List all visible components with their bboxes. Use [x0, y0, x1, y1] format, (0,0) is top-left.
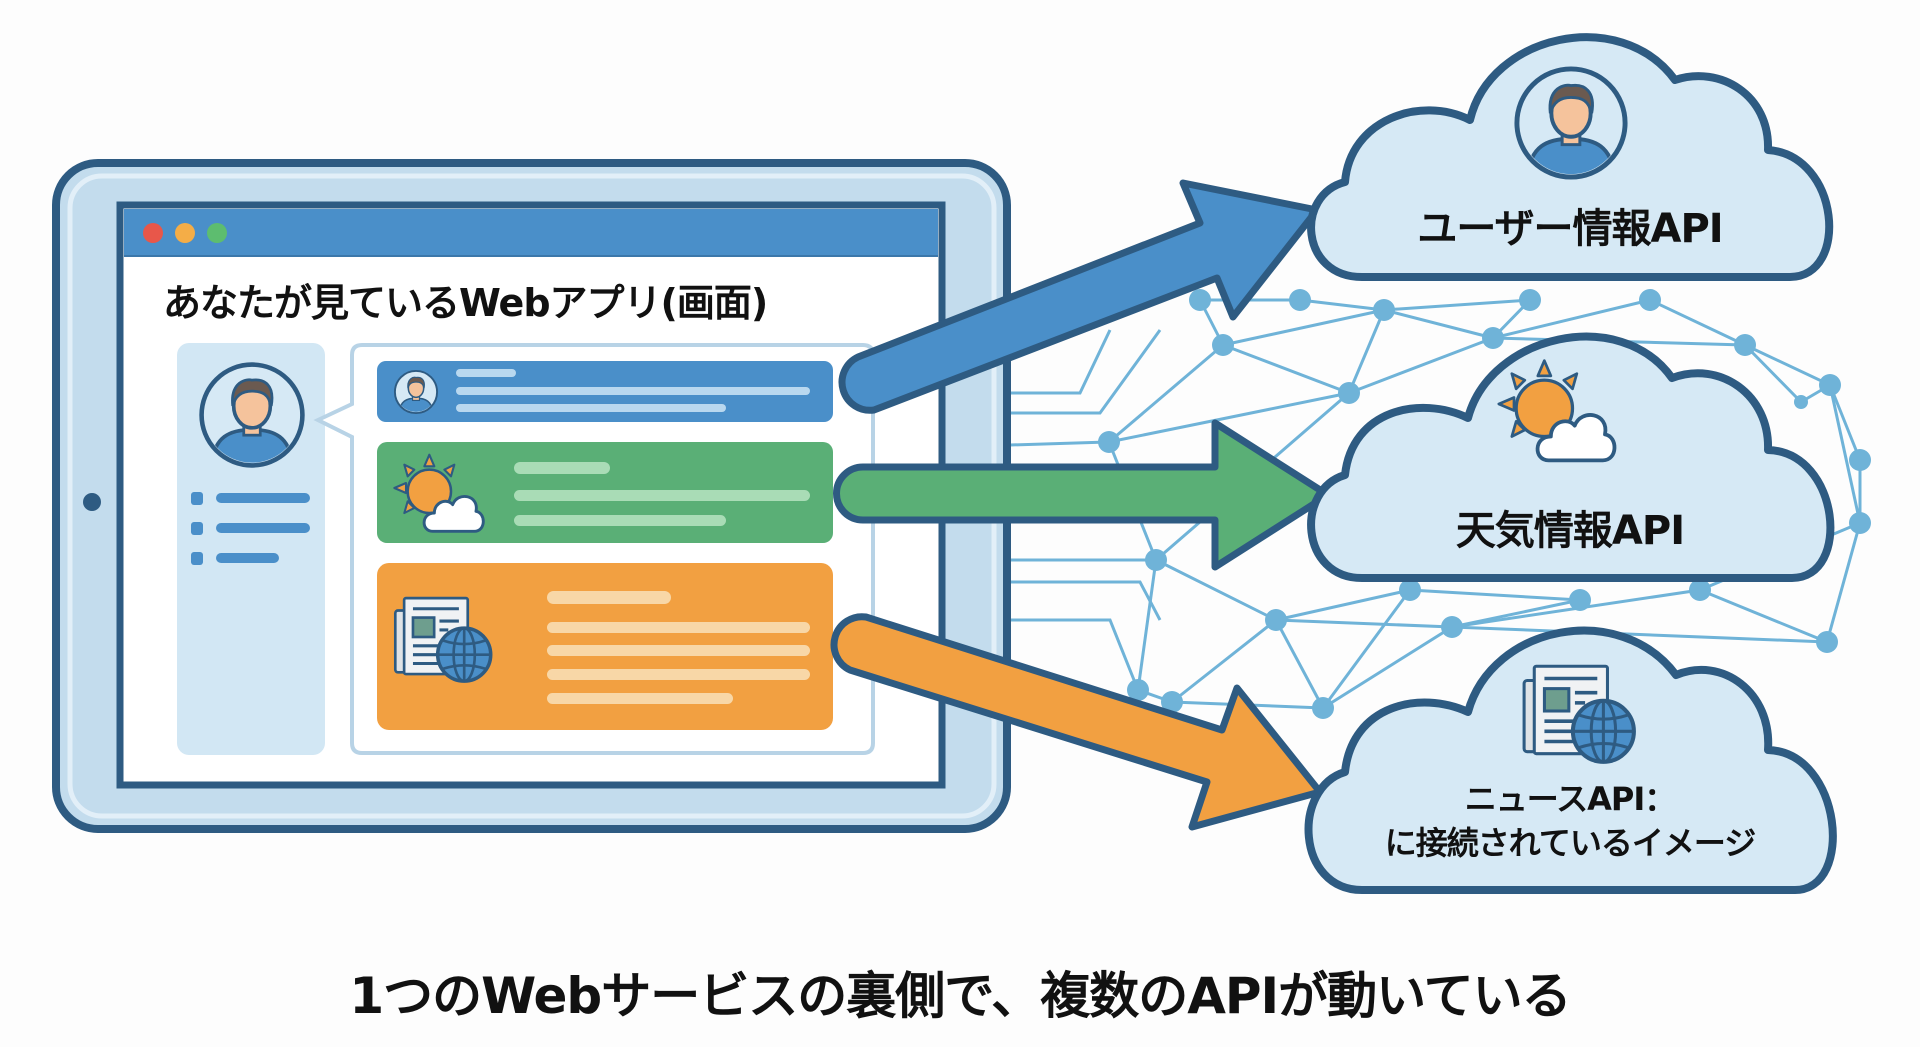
network-node: [1127, 679, 1149, 701]
news-card[interactable]: [377, 563, 833, 730]
diagram-caption: 1つのWebサービスの裏側で、複数のAPIが動いている: [349, 967, 1571, 1025]
network-node: [1819, 374, 1841, 396]
network-link: [1451, 598, 1581, 629]
network-link: [1825, 522, 1862, 643]
network-node: [1794, 395, 1808, 409]
api-cloud-weather[interactable]: [1307, 332, 1835, 582]
network-link: [1347, 309, 1386, 394]
network-node: [1399, 579, 1421, 601]
window-minimize-dot[interactable]: [175, 223, 195, 243]
api-cloud-news[interactable]: [1304, 626, 1837, 894]
arrow-to-user-api: [838, 179, 1321, 414]
network-link: [1136, 559, 1158, 691]
sidebar-list-bullet: [191, 522, 203, 535]
network-link: [1409, 588, 1581, 602]
network-link: [1321, 589, 1412, 709]
network-link: [1322, 625, 1453, 710]
network-node: [1098, 431, 1120, 453]
circuit-trace: [1010, 329, 1162, 415]
network-link: [1451, 625, 1828, 644]
sidebar-list-item[interactable]: [216, 523, 310, 533]
network-node: [1289, 289, 1311, 311]
sidebar-list-bullet: [191, 552, 203, 565]
network-node: [1816, 631, 1838, 653]
network-link: [1744, 343, 1831, 387]
network-node: [1338, 382, 1360, 404]
network-node: [1312, 697, 1334, 719]
network-node: [1373, 299, 1395, 321]
arrow-to-weather-api: [833, 419, 1332, 571]
weather-card[interactable]: [377, 442, 833, 543]
network-link: [1649, 298, 1746, 347]
weather-api-label: 天気情報API: [1455, 508, 1685, 554]
network-link: [1108, 343, 1224, 444]
network-node: [1734, 334, 1756, 356]
network-link: [1299, 298, 1385, 312]
browser-titlebar: [124, 209, 938, 256]
network-node: [1441, 616, 1463, 638]
network-node: [1569, 589, 1591, 611]
news-api-label-line1: ニュースAPI：: [1464, 780, 1677, 818]
sidebar-list-bullet: [191, 492, 203, 505]
network-link: [1828, 384, 1862, 524]
network-link: [1828, 384, 1862, 461]
arrows: [830, 179, 1332, 831]
sidebar-list-item[interactable]: [216, 493, 310, 503]
network-node: [1161, 691, 1183, 713]
news-api-label-line2: に接続されているイメージ: [1384, 824, 1756, 862]
window-close-dot[interactable]: [143, 223, 163, 243]
sidebar-list: [191, 492, 310, 565]
network-node: [1639, 289, 1661, 311]
arrow-to-news-api: [830, 613, 1324, 831]
home-button[interactable]: [83, 493, 101, 511]
app-title: あなたが見ているWebアプリ(画面): [163, 281, 768, 325]
network-node: [1212, 334, 1234, 356]
network-link: [1222, 308, 1385, 347]
circuit-trace: [1010, 329, 1112, 395]
network-link: [1155, 558, 1277, 622]
user-api-label: ユーザー情報API: [1417, 206, 1723, 252]
network-link: [1743, 343, 1803, 404]
circuit-trace: [1009, 440, 1109, 447]
network-link: [1222, 343, 1350, 395]
network-link: [1699, 588, 1828, 644]
window-maximize-dot[interactable]: [207, 223, 227, 243]
network-node: [1689, 579, 1711, 601]
network-node: [1189, 289, 1211, 311]
network-node: [1145, 549, 1167, 571]
network-link: [1275, 588, 1411, 622]
api-cloud-user[interactable]: [1307, 33, 1834, 281]
circuit-trace: [1010, 580, 1162, 621]
network-node: [1849, 512, 1871, 534]
network-node: [1265, 609, 1287, 631]
network-link: [1348, 336, 1494, 395]
network-link: [1492, 298, 1651, 340]
network-node: [1482, 327, 1504, 349]
circuit-trace: [1010, 618, 1140, 691]
network-link: [1171, 618, 1277, 704]
sidebar-list-item[interactable]: [216, 553, 279, 563]
network-node: [1849, 449, 1871, 471]
network-link: [1108, 391, 1350, 444]
network-link: [1274, 619, 1325, 709]
network-link: [1383, 298, 1531, 312]
tablet-device: [52, 159, 1011, 833]
network-link: [1275, 618, 1453, 629]
user-card[interactable]: [377, 361, 833, 422]
network-link: [1383, 308, 1494, 340]
network-node: [1519, 289, 1541, 311]
